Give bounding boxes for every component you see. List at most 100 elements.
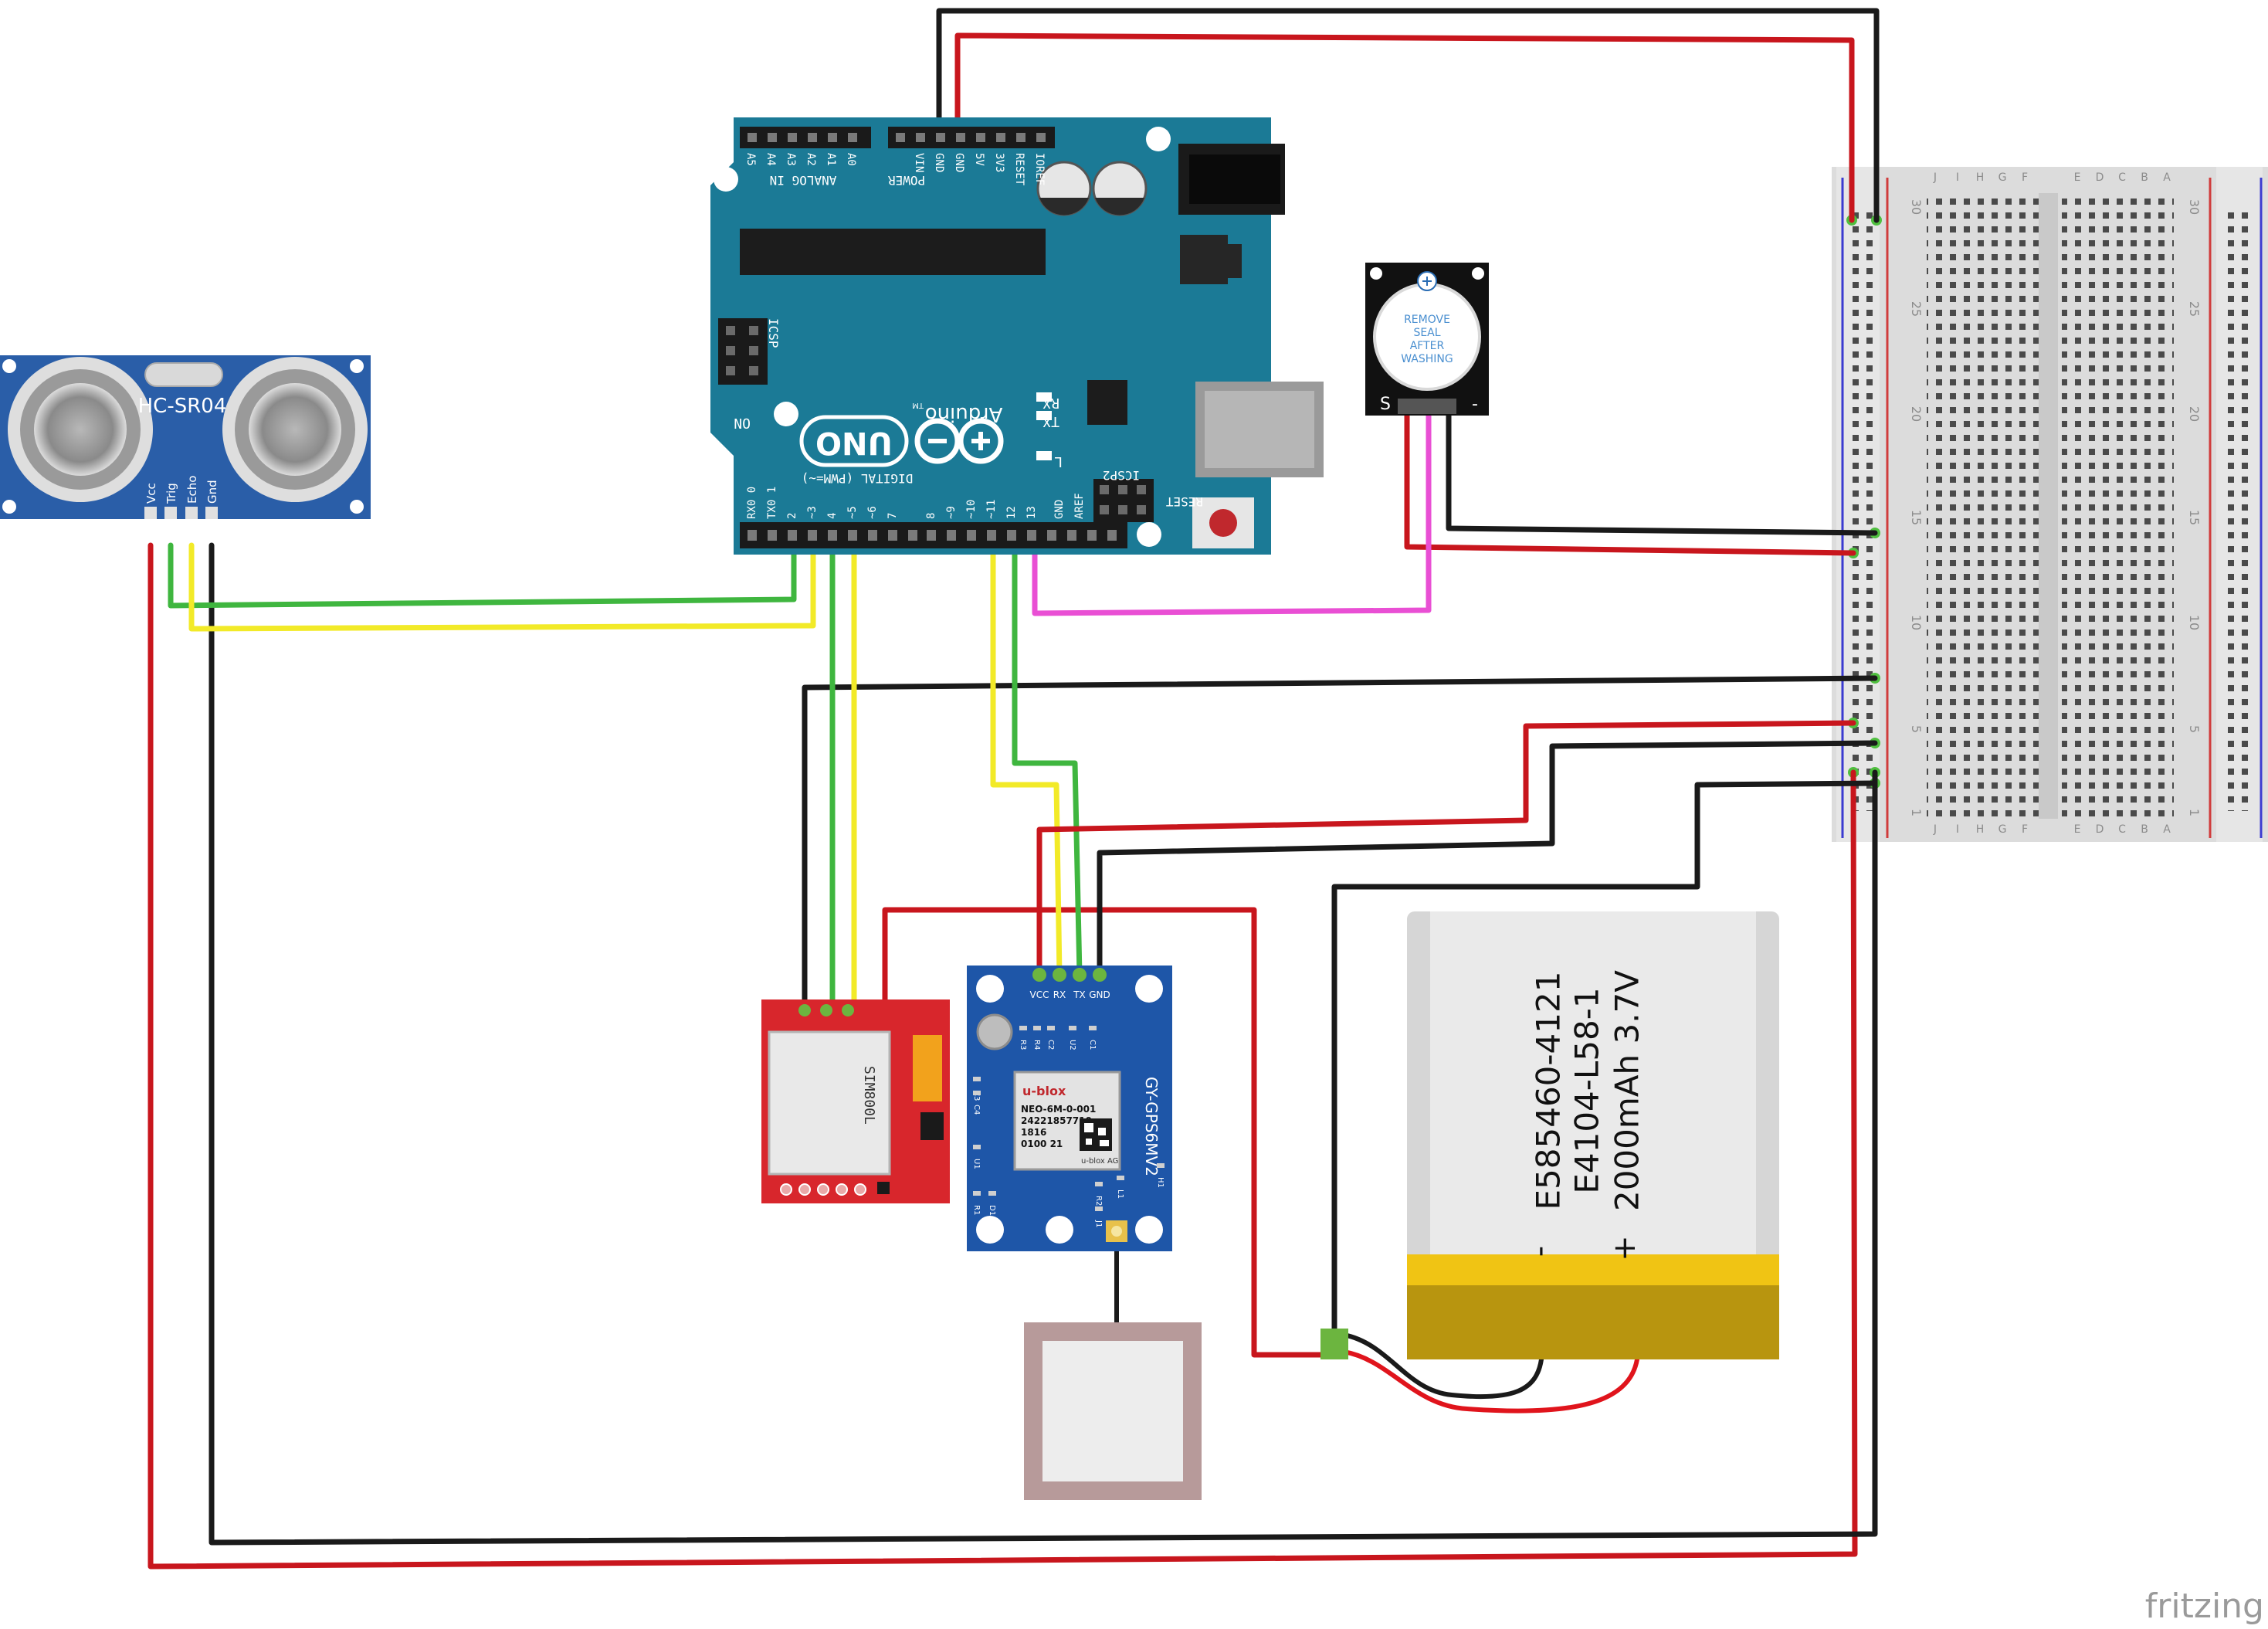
- gps-pin-label: TX: [1073, 989, 1086, 1000]
- sensor-pin[interactable]: [164, 507, 177, 519]
- arduino-pin-label: VIN: [913, 153, 925, 172]
- wire-arduino-gnd-to-breadboard: [936, 8, 1880, 223]
- gps-pin[interactable]: [1073, 968, 1087, 982]
- breadboard-column-letter: D: [2096, 823, 2104, 836]
- header-pin[interactable]: [927, 530, 936, 541]
- header-pin[interactable]: [748, 133, 757, 142]
- breadboard-column-letter: E: [2074, 823, 2081, 836]
- gps-chip-line: 24221857710: [1021, 1115, 1092, 1126]
- header-pin[interactable]: [848, 530, 857, 541]
- gps-pin[interactable]: [1032, 968, 1046, 982]
- arduino-pin-label: ~9: [945, 506, 958, 519]
- gnd-label: GND: [1053, 500, 1066, 519]
- gps-component-label: D1: [988, 1205, 996, 1216]
- gps-component-label: U2: [1068, 1040, 1076, 1050]
- center-channel: [2039, 193, 2058, 819]
- arduino-pin-label: 2: [786, 513, 798, 519]
- breadboard-row-number: 1: [2187, 809, 2202, 816]
- sensor-pin[interactable]: [144, 507, 157, 519]
- header-pin[interactable]: [848, 133, 857, 142]
- header-pin[interactable]: [908, 530, 917, 541]
- header-pin[interactable]: [768, 530, 777, 541]
- header-pin[interactable]: [936, 133, 945, 142]
- sensor-pin[interactable]: [205, 507, 218, 519]
- gps-pin[interactable]: [1053, 968, 1066, 982]
- header-pin[interactable]: [868, 530, 877, 541]
- breadboard-column-letter: F: [2022, 171, 2028, 184]
- header-pin[interactable]: [916, 133, 925, 142]
- gsm-chip: [920, 1112, 944, 1140]
- gps-chip-line: 0100 21: [1021, 1139, 1063, 1149]
- gsm-pin[interactable]: [798, 1004, 811, 1016]
- sensor-pin-label: Gnd: [205, 480, 219, 504]
- breadboard-row-number: 5: [1909, 725, 1924, 733]
- gps-pin[interactable]: [1093, 968, 1107, 982]
- arduino-pcb: [710, 117, 1271, 555]
- wire-gps-vcc-to-breadboard: [1036, 720, 1856, 978]
- header-pin[interactable]: [808, 530, 817, 541]
- arduino-pin-label: A3: [785, 153, 797, 166]
- header-pin[interactable]: [956, 133, 965, 142]
- header-pin[interactable]: [1007, 530, 1016, 541]
- header-pin[interactable]: [947, 530, 956, 541]
- gps-chip-line: 1816: [1021, 1127, 1046, 1138]
- lipo-battery: E585460-4121 E4104-L58-1 2000mAh 3.7V - …: [1407, 911, 1779, 1359]
- header-pin[interactable]: [828, 133, 837, 142]
- header-pin[interactable]: [788, 133, 797, 142]
- gsm-pad[interactable]: [854, 1183, 866, 1196]
- analog-label: ANALOG IN: [770, 173, 837, 188]
- breadboard-row-number: 10: [1909, 615, 1924, 630]
- digital-label: DIGITAL (PWM=~): [802, 471, 914, 486]
- gsm-pin[interactable]: [820, 1004, 832, 1016]
- header-pin[interactable]: [1027, 530, 1036, 541]
- sensor-pin[interactable]: [185, 507, 198, 519]
- gsm-pad[interactable]: [780, 1183, 792, 1196]
- arduino-pin-label: IOREF: [1033, 153, 1046, 185]
- header-pin[interactable]: [987, 530, 996, 541]
- header-pin[interactable]: [996, 133, 1005, 142]
- header-pin[interactable]: [1107, 530, 1117, 541]
- arduino-tm: TM: [912, 401, 924, 409]
- gsm-sim-slot: [913, 1035, 942, 1101]
- header-pin[interactable]: [1016, 133, 1026, 142]
- header-pin[interactable]: [1036, 133, 1046, 142]
- gsm-pad[interactable]: [798, 1183, 811, 1196]
- header-pin[interactable]: [896, 133, 905, 142]
- gsm-pin[interactable]: [842, 1004, 854, 1016]
- header-pin[interactable]: [1067, 530, 1076, 541]
- header-pin[interactable]: [1087, 530, 1097, 541]
- header-pin[interactable]: [967, 530, 976, 541]
- arduino-pin-label: A0: [845, 153, 857, 166]
- gsm-shield: [768, 1030, 891, 1176]
- arduino-uno-board: ICSP ICSP2 RESET RX TX L ON UNO: [710, 117, 1324, 555]
- reset-button-cap[interactable]: [1209, 509, 1237, 537]
- header-pin[interactable]: [748, 530, 757, 541]
- arduino-pin-label: 5V: [973, 153, 985, 166]
- arduino-pin-label: A4: [764, 153, 777, 166]
- wire-pin11-to-gps-rx: [990, 530, 1063, 978]
- gsm-pad[interactable]: [836, 1183, 848, 1196]
- sensor-name: HC-SR04: [138, 395, 227, 418]
- breadboard-column-letter: H: [1976, 823, 1985, 836]
- header-pin[interactable]: [808, 133, 817, 142]
- header-pin[interactable]: [888, 530, 897, 541]
- wire-battery-black-lead: [1341, 1332, 1544, 1400]
- header-pin[interactable]: [768, 133, 777, 142]
- tx-led: [1036, 411, 1052, 420]
- header-pin[interactable]: [788, 530, 797, 541]
- arduino-pin-label: A2: [805, 153, 817, 166]
- header-pin[interactable]: [976, 133, 985, 142]
- rx-label: RX: [1042, 395, 1059, 411]
- gsm-pad[interactable]: [817, 1183, 829, 1196]
- arduino-brand: Arduino: [925, 402, 1003, 426]
- wire-battery-red-lead: [1341, 1349, 1639, 1413]
- buzzer-warning-text: AFTER: [1410, 340, 1445, 352]
- wire-buzzer-signal-to-pin13: [1032, 406, 1432, 616]
- header-pin[interactable]: [828, 530, 837, 541]
- buzzer-warning-text: SEAL: [1413, 327, 1440, 339]
- on-label: ON: [734, 415, 751, 431]
- arduino-pin-label: ~6: [866, 506, 879, 519]
- capacitor-2: [1092, 161, 1148, 216]
- header-pin[interactable]: [1047, 530, 1056, 541]
